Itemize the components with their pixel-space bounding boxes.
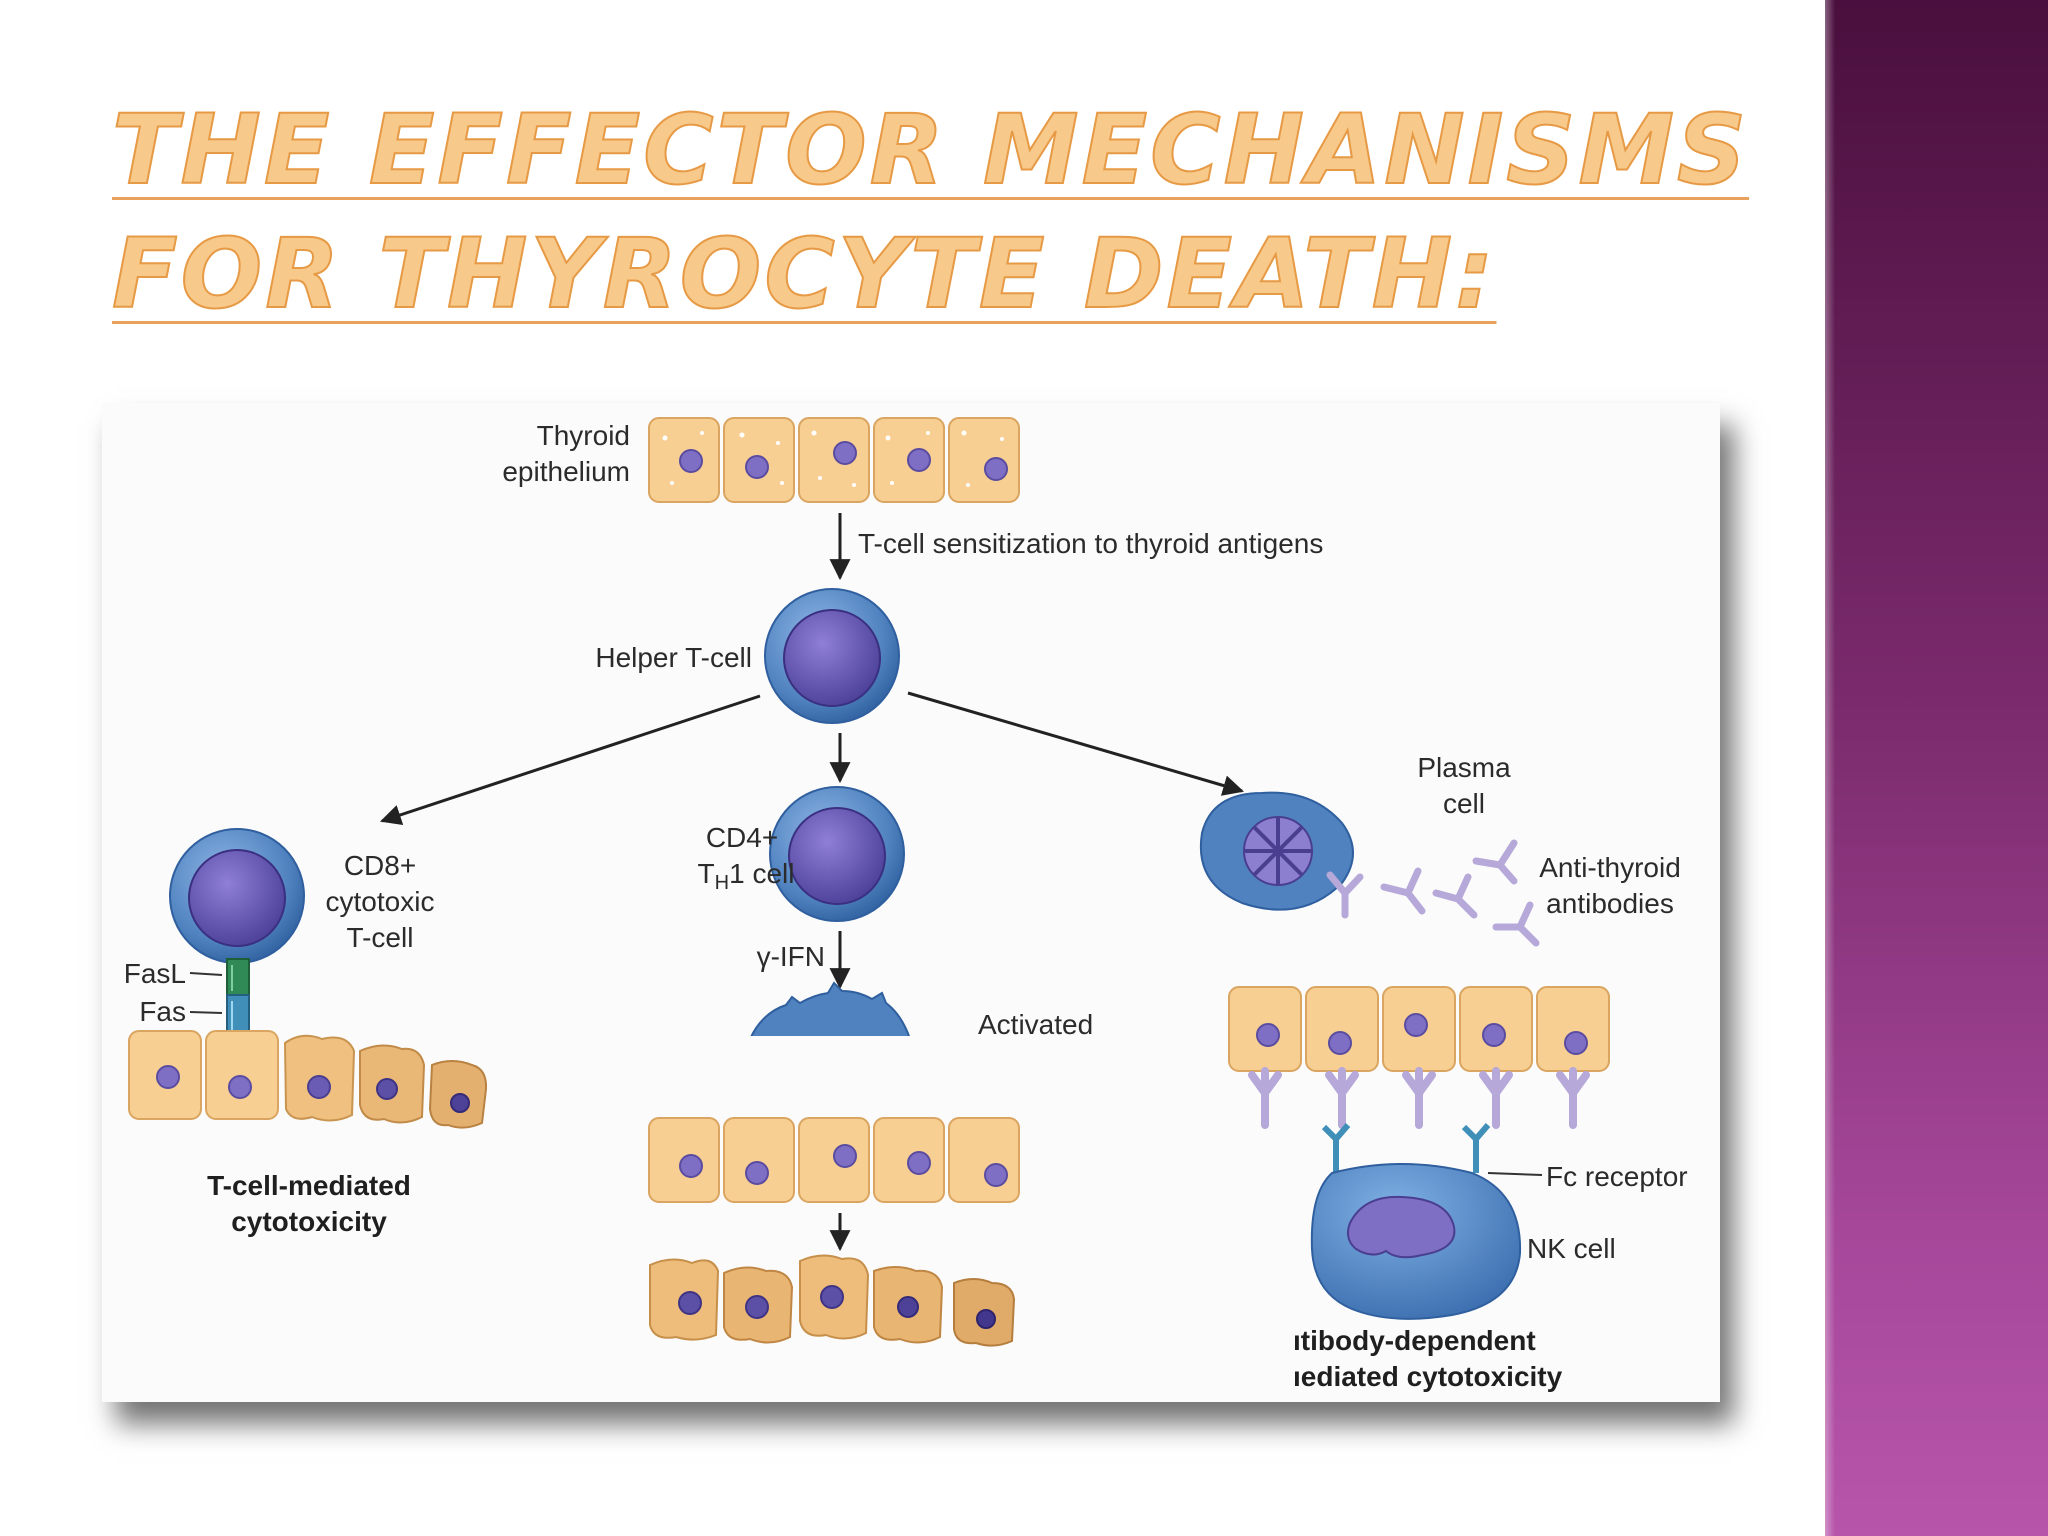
thyroid-epithelium-row — [648, 417, 1020, 503]
diagram-canvas: Thyroid epithelium T-cell sensitization … — [124, 417, 1688, 1392]
activated-macrophage — [742, 981, 922, 1044]
plasma-label-line1: Plasma — [1417, 752, 1511, 783]
sensitization-label: T-cell sensitization to thyroid antigens — [858, 528, 1323, 559]
th1-label-subscript: H — [715, 872, 729, 894]
fc-receptor-label: Fc receptor — [1546, 1161, 1688, 1192]
thyroid-cell — [798, 417, 870, 503]
plasma-label-line2: cell — [1443, 788, 1485, 819]
fas-leader — [189, 1011, 223, 1014]
slide-title: THE EFFECTOR MECHANISMS FOR THYROCYTE DE… — [111, 88, 1747, 336]
cd8-label-line1: CD8+ — [344, 850, 416, 881]
adcc-caption-line1: ıtibody-dependent — [1293, 1325, 1536, 1356]
adcc-caption-line2: ıediated cytotoxicity — [1293, 1361, 1563, 1392]
anti-thyroid-antibodies — [1326, 839, 1540, 947]
thyroid-cell — [648, 417, 720, 503]
damaged-epithelium-row — [649, 1254, 1016, 1347]
nk-cell-label: NK cell — [1527, 1233, 1616, 1264]
fas-label: Fas — [139, 996, 186, 1027]
tcell-caption-line1: T-cell-mediated — [207, 1170, 411, 1201]
antibodies-label-line1: Anti-thyroid — [1539, 852, 1681, 883]
middle-epithelium-row — [648, 1117, 1020, 1203]
antibody — [1326, 871, 1364, 919]
tcell-caption-line2: cytotoxicity — [231, 1206, 387, 1237]
activated-label: Activated — [978, 1009, 1093, 1040]
thyrocyte-death-figure: Thyroid epithelium T-cell sensitization … — [102, 403, 1720, 1402]
ifn-label: γ-IFN — [757, 941, 825, 972]
right-epithelium-row — [1228, 986, 1610, 1072]
plasma-cell — [1199, 791, 1354, 911]
fasl-leader — [189, 972, 223, 976]
th1-label-main: T — [698, 858, 715, 889]
cd8-cytotoxic-t-cell — [169, 828, 305, 964]
cd4-th1-cell — [769, 786, 905, 922]
cd4-label: CD4+ — [706, 822, 778, 853]
antibody — [1432, 873, 1478, 919]
antibody — [1472, 839, 1518, 885]
bound-antibodies — [1248, 1067, 1590, 1129]
arrow-to-cd8 — [380, 694, 761, 826]
th1-label: TH1 cell — [698, 858, 795, 894]
slide-title-line-1: THE EFFECTOR MECHANISMS — [111, 93, 1750, 207]
thyroid-label-line2: epithelium — [502, 456, 630, 487]
decorative-side-band — [1825, 0, 2048, 1536]
slide-title-line-2: FOR THYROCYTE DEATH: — [111, 217, 1497, 331]
cd8-label-line3: T-cell — [347, 922, 414, 953]
antibodies-label-line2: antibodies — [1546, 888, 1674, 919]
th1-label-rest: 1 cell — [729, 858, 794, 889]
nk-cell — [1310, 1163, 1522, 1320]
arrow-to-plasma — [907, 691, 1245, 796]
helper-t-cell-label: Helper T-cell — [595, 642, 752, 673]
thyroid-cell — [723, 417, 795, 503]
left-epithelium-row — [128, 1030, 488, 1129]
thyroid-cell — [948, 417, 1020, 503]
antibody — [1380, 867, 1426, 915]
fc-leader — [1487, 1172, 1543, 1176]
helper-t-cell — [764, 588, 900, 724]
fc-receptors — [1321, 1123, 1491, 1173]
fasl-fas-binding — [226, 958, 250, 1040]
fasl-label: FasL — [124, 958, 186, 989]
cd8-label-line2: cytotoxic — [326, 886, 435, 917]
antibody — [1492, 901, 1540, 947]
thyroid-label-line1: Thyroid — [537, 420, 630, 451]
thyroid-cell — [873, 417, 945, 503]
